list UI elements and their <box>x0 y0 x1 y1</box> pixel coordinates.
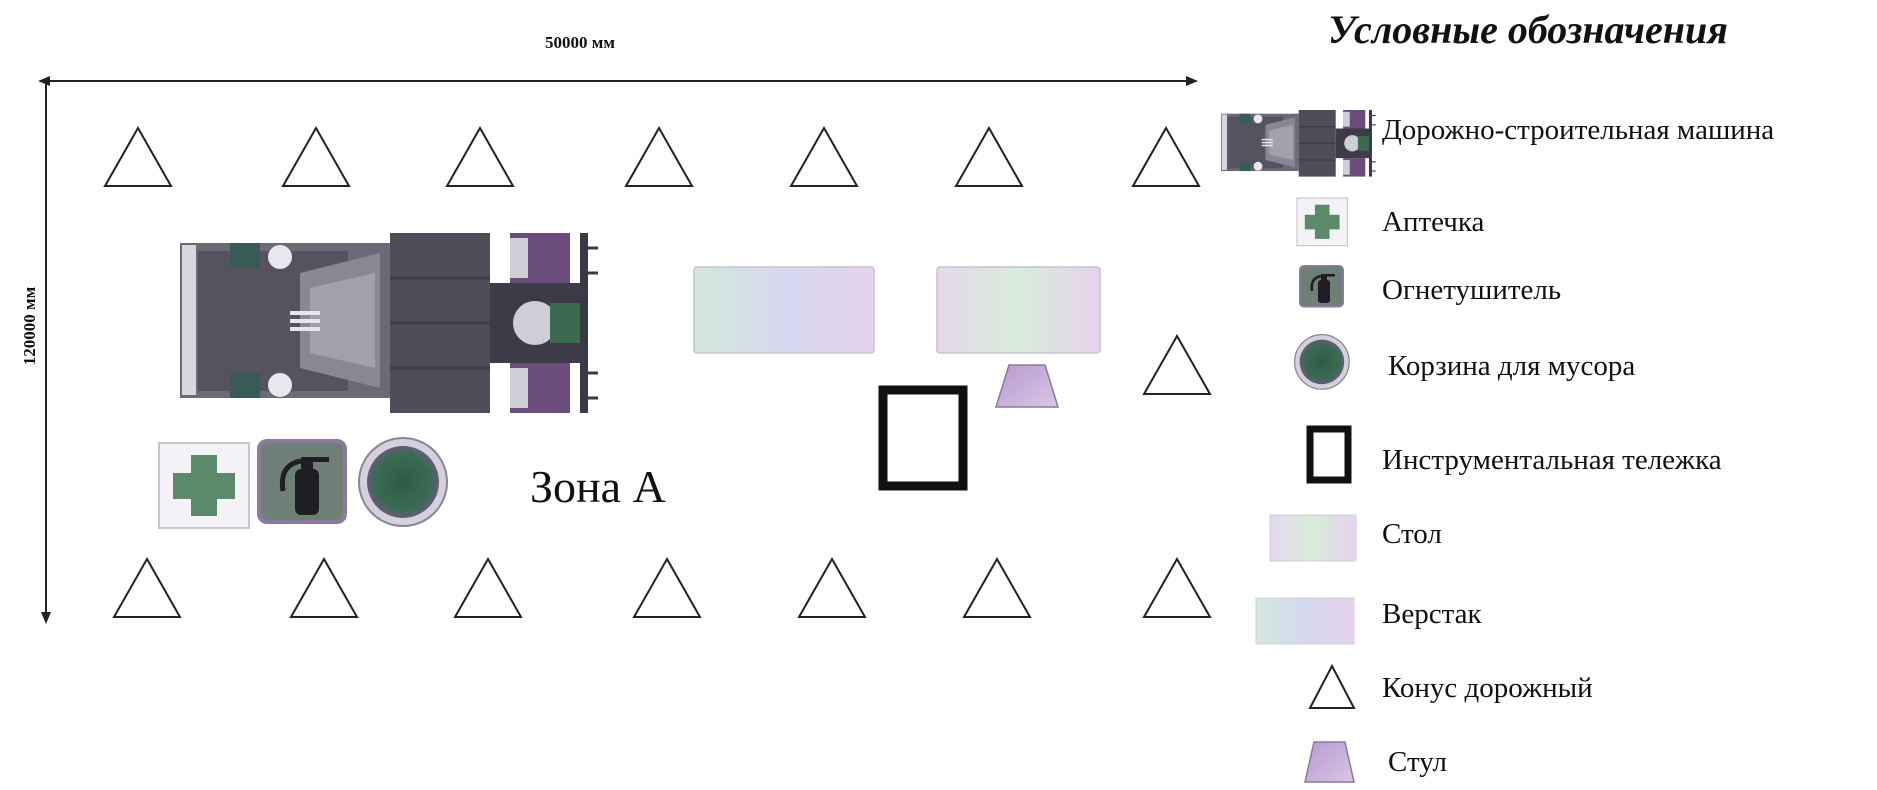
legend-item-tool-cart: Инструментальная тележка <box>1382 444 1722 476</box>
road-cone-icon <box>790 127 858 187</box>
road-cone-icon <box>955 127 1023 187</box>
trash-bin-icon <box>358 437 448 527</box>
legend-item-road-cone: Конус дорожный <box>1382 672 1593 704</box>
chair-icon <box>1304 741 1355 783</box>
road-cone-icon <box>290 558 358 618</box>
tool-cart-icon <box>878 385 968 491</box>
road-cone-icon <box>625 127 693 187</box>
first-aid-kit-icon <box>158 442 250 529</box>
fire-extinguisher-icon <box>1297 263 1346 309</box>
first-aid-kit-icon <box>1296 197 1348 247</box>
legend-item-machine: Дорожно-строительная машина <box>1382 114 1775 146</box>
table-icon <box>1269 514 1357 562</box>
cone-row-bottom <box>113 558 1211 618</box>
tool-cart-icon <box>1306 425 1352 484</box>
height-dimension-label: 120000 мм <box>20 286 39 366</box>
road-cone-icon <box>113 558 181 618</box>
legend-item-trash-bin: Корзина для мусора <box>1388 350 1636 382</box>
road-cone-icon <box>454 558 522 618</box>
trash-bin-icon <box>1293 333 1350 390</box>
chair-icon <box>994 364 1060 408</box>
road-cone-icon <box>446 127 514 187</box>
cone-row-top <box>104 127 1200 187</box>
road-cone-icon <box>1308 663 1356 709</box>
road-construction-machine-icon <box>1220 109 1377 178</box>
zone-label: Зона А <box>530 461 666 512</box>
road-cone-icon <box>1132 127 1200 187</box>
road-cone-icon <box>963 558 1031 618</box>
legend-item-table: Стол <box>1382 518 1442 550</box>
width-dimension-arrow <box>38 76 1198 86</box>
legend-icons <box>1220 109 1377 783</box>
legend-item-chair: Стул <box>1388 746 1447 778</box>
width-dimension-label: 50000 мм <box>545 33 615 52</box>
workbench-icon <box>693 266 875 354</box>
workbench-icon <box>1255 597 1355 645</box>
legend-item-workbench: Верстак <box>1382 598 1482 630</box>
height-dimension-arrow <box>41 82 51 624</box>
legend-item-aid-kit: Аптечка <box>1382 206 1485 238</box>
road-cone-icon <box>104 127 172 187</box>
legend-title: Условные обозначения <box>1328 7 1728 52</box>
legend-item-extinguisher: Огнетушитель <box>1382 274 1562 306</box>
road-construction-machine-icon <box>178 231 600 415</box>
table-icon <box>936 266 1101 354</box>
fire-extinguisher-icon <box>257 439 347 524</box>
road-cone-icon <box>633 558 701 618</box>
road-cone-icon <box>282 127 350 187</box>
road-cone-icon <box>798 558 866 618</box>
